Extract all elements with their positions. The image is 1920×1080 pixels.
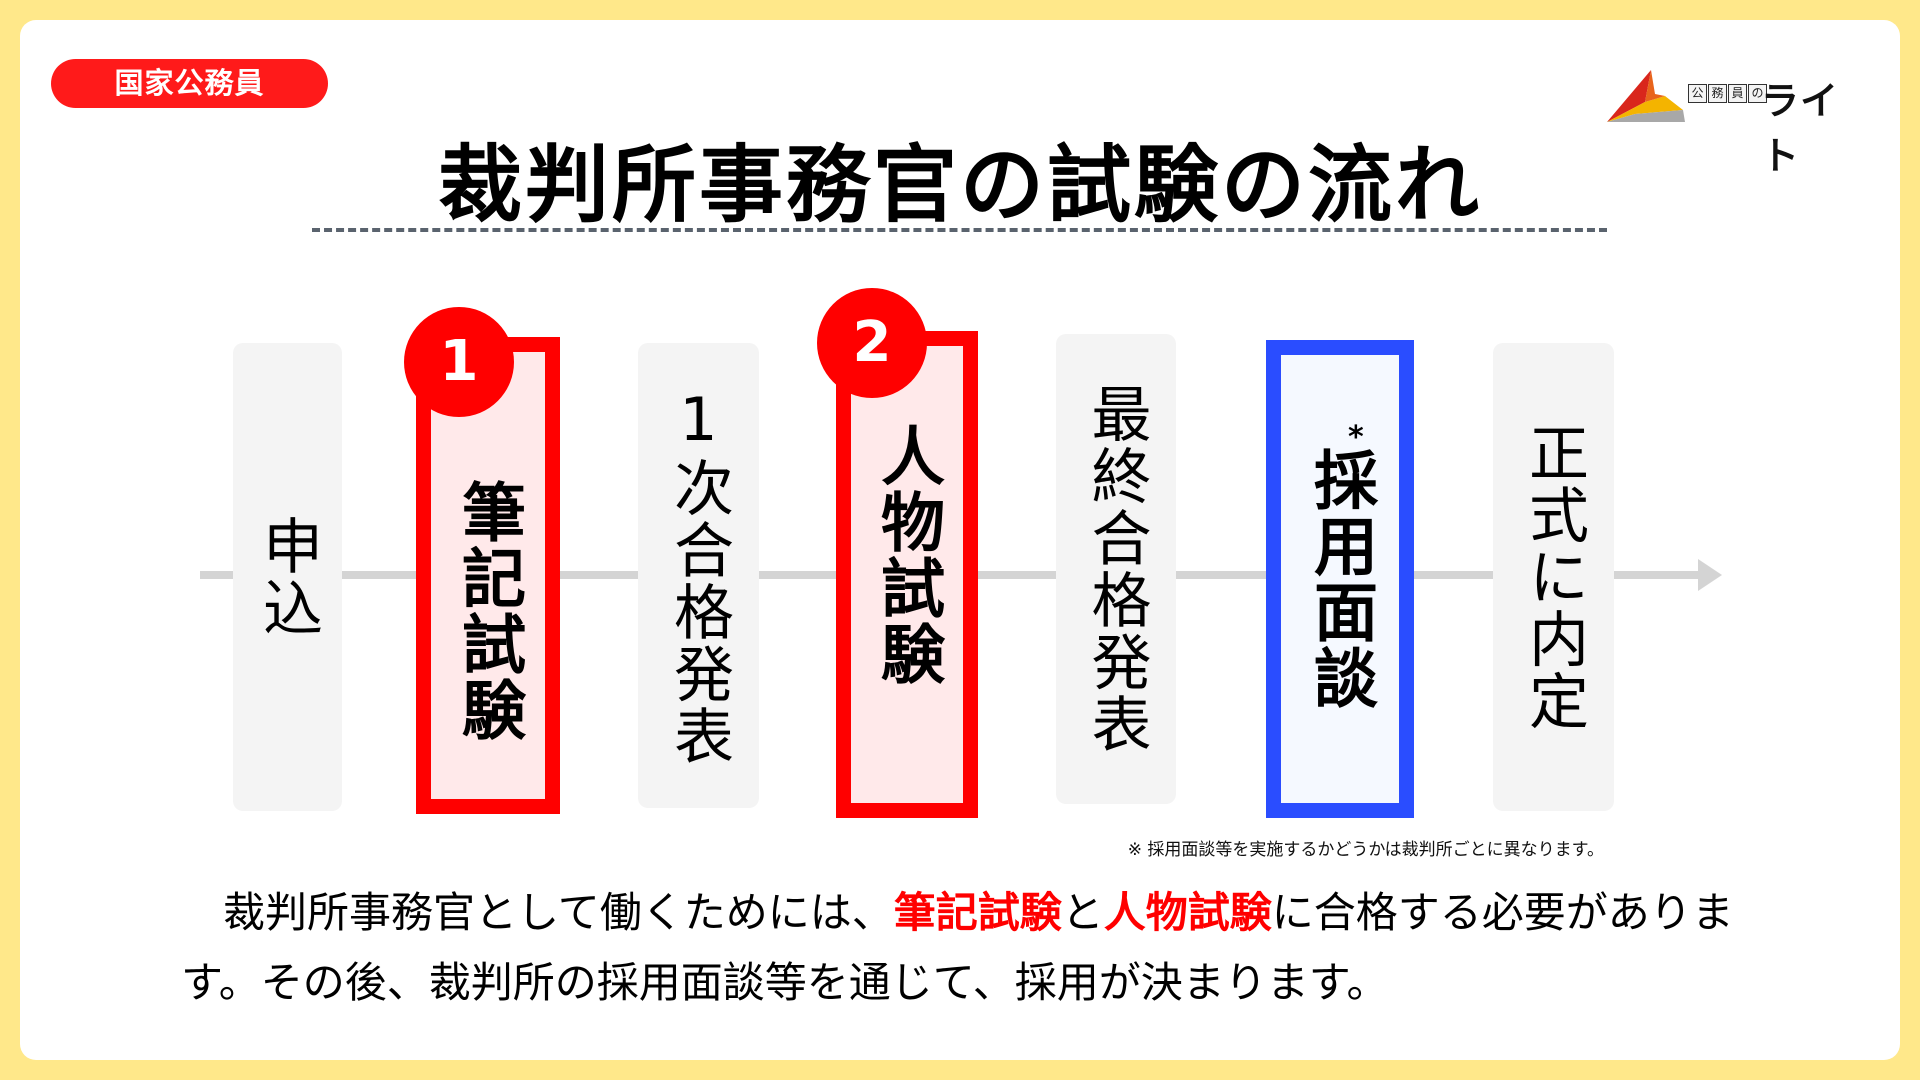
body-text-segment: に合格する必要があります。その後、裁判所の採用面談等を通じて、採用が決まります。 [181, 888, 1734, 1007]
brand-logo: 公 務 員 の ライト [1605, 66, 1853, 178]
logo-wordmark: ライト [1761, 79, 1840, 178]
step-hiring-interview: 採用面談 [1266, 340, 1414, 818]
arrow-right-icon [1698, 559, 1722, 591]
step-label: 最終合格発表 [1081, 383, 1151, 755]
body-text-segment: 裁判所事務官として働くためには、 [181, 888, 894, 937]
logo-char: 公 [1688, 84, 1707, 103]
step-label: 1次合格発表 [663, 384, 734, 767]
step-label: 採用面談 [1303, 447, 1377, 711]
page-title: 裁判所事務官の試験の流れ [437, 136, 1482, 234]
footnote: ※ 採用面談等を実施するかどうかは裁判所ごとに異なります。 [1127, 840, 1604, 860]
category-badge: 国家公務員 [51, 59, 328, 108]
step-label: 筆記試験 [451, 478, 525, 743]
logo-char: 務 [1708, 84, 1727, 103]
highlight-interview-exam: 人物試験 [1103, 888, 1272, 937]
step-label: 申込 [252, 515, 323, 639]
highlight-written-exam: 筆記試験 [893, 888, 1062, 937]
step-first-result: 1次合格発表 [638, 343, 759, 808]
footnote-mark: * [1348, 420, 1364, 455]
step-label: 人物試験 [870, 422, 944, 687]
step-application: 申込 [233, 343, 342, 811]
logo-char: 員 [1728, 84, 1747, 103]
description-paragraph: 裁判所事務官として働くためには、筆記試験と人物試験に合格する必要があります。その… [181, 878, 1761, 1018]
step-official-offer: 正式に内定 [1493, 343, 1614, 811]
step-interview-exam: 人物試験 [836, 331, 978, 818]
step-final-result: 最終合格発表 [1056, 334, 1176, 804]
step-number-badge: 2 [817, 288, 927, 398]
title-divider [312, 228, 1607, 232]
body-text-segment: と [1061, 888, 1104, 937]
step-written-exam: 筆記試験 [416, 337, 560, 814]
logo-subtitle: 公 務 員 の [1688, 84, 1767, 103]
step-number-badge: 1 [404, 307, 514, 417]
logo-mountain-icon [1607, 70, 1685, 122]
logo-char: の [1748, 84, 1767, 103]
step-label: 正式に内定 [1518, 422, 1589, 732]
